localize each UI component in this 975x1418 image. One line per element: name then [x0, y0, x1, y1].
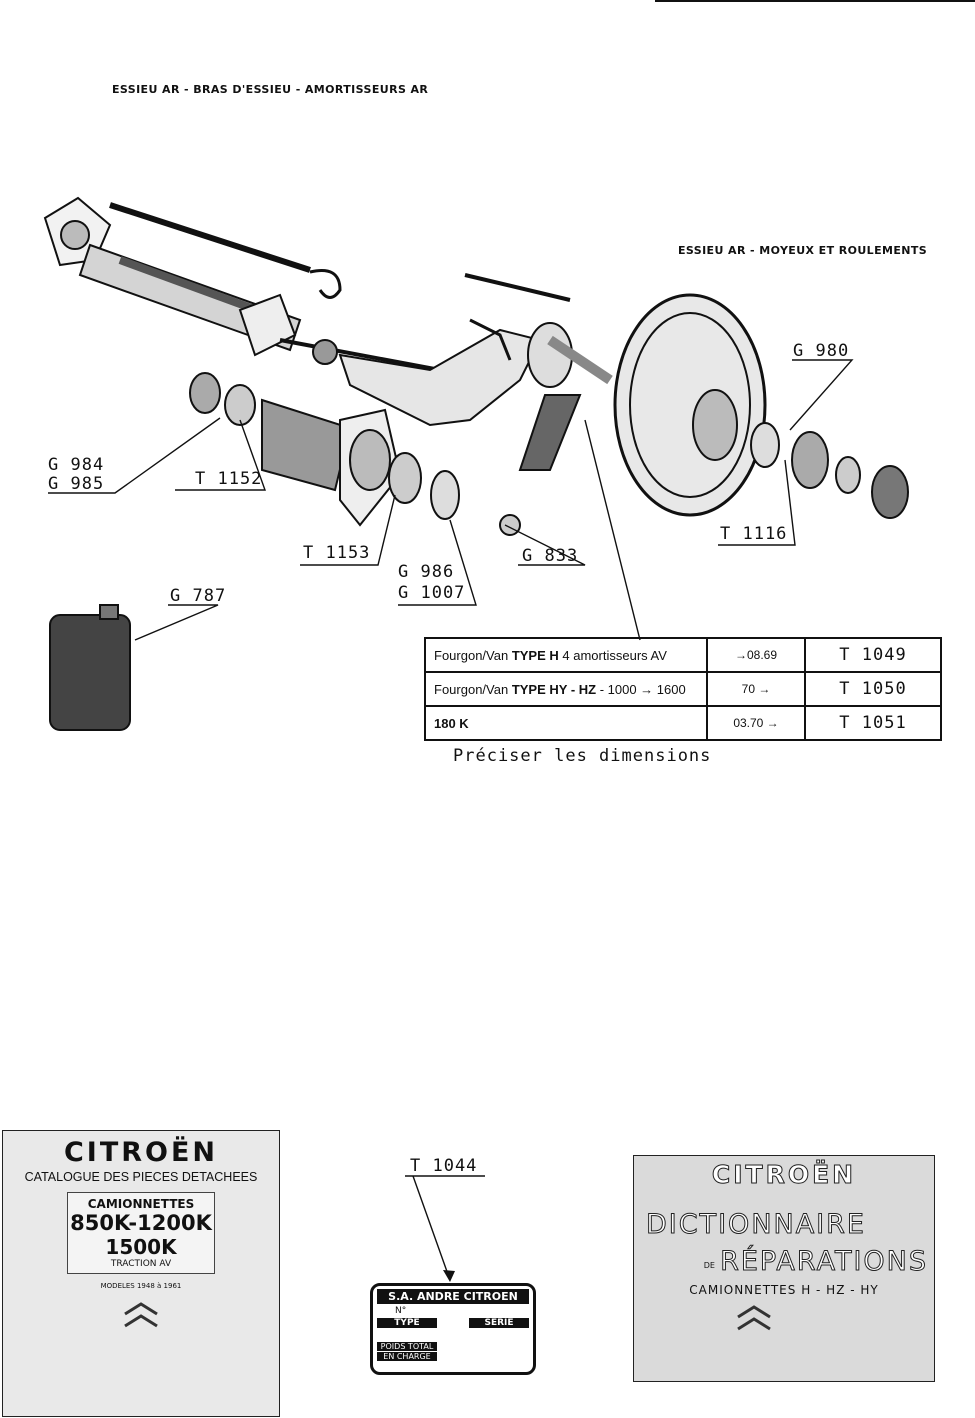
ref-g980: G 980 [793, 341, 850, 361]
axle-shaft [279, 338, 441, 372]
application-table: Fourgon/Van TYPE H 4 amortisseurs AV →08… [424, 637, 942, 741]
identification-plate: S.A. ANDRE CITROEN N° TYPE SERIE POIDS T… [370, 1283, 536, 1375]
plate-type: TYPE [377, 1318, 437, 1328]
catalogue-line2: 850K-1200K [70, 1211, 212, 1235]
ref-g833: G 833 [522, 546, 579, 566]
section-header-left: ESSIEU AR - BRAS D'ESSIEU - AMORTISSEURS… [112, 83, 429, 96]
dictionary-de: DE [703, 1261, 715, 1270]
catalogue-cover: CITROËN CATALOGUE DES PIECES DETACHEES C… [2, 1130, 280, 1417]
double-chevron-logo [737, 1305, 771, 1331]
plate-maker: S.A. ANDRE CITROEN [377, 1289, 529, 1304]
ref-cell: T 1050 [804, 671, 942, 707]
plate-no: N° [395, 1306, 407, 1316]
ref-t1116: T 1116 [720, 524, 788, 544]
ref-t1153: T 1153 [303, 543, 371, 563]
dictionary-cover: CITROËN DICTIONNAIRE DE RÉPARATIONS CAMI… [633, 1155, 935, 1382]
date-cell: 70 → [706, 671, 806, 707]
plate-charge: EN CHARGE [377, 1352, 437, 1361]
dictionary-sub: CAMIONNETTES H - HZ - HY [689, 1283, 879, 1297]
table-row: Fourgon/Van TYPE HY - HZ - 1000 → 1600 7… [424, 671, 942, 707]
plate-type-row: TYPE SERIE [377, 1318, 529, 1328]
dimensions-note: Préciser les dimensions [453, 746, 712, 766]
ref-g986: G 986 [398, 562, 455, 582]
plate-poids: POIDS TOTAL [377, 1342, 437, 1351]
catalogue-model-box: CAMIONNETTES 850K-1200K 1500K TRACTION A… [67, 1192, 215, 1274]
catalogue-line1: CAMIONNETTES [87, 1197, 195, 1211]
brake-drum [613, 293, 767, 517]
plate-serie: SERIE [469, 1318, 529, 1328]
table-row: 180 K 03.70 → T 1051 [424, 705, 942, 741]
model-cell: Fourgon/Van TYPE H 4 amortisseurs AV [424, 637, 708, 673]
rear-axle-exploded-drawing [43, 196, 909, 731]
ref-g984: G 984 [48, 455, 105, 475]
trailing-arm [338, 328, 542, 427]
t1044-leader [405, 1175, 485, 1282]
date-cell: 03.70 → [706, 705, 806, 741]
ref-g985: G 985 [48, 474, 105, 494]
dictionary-title2: RÉPARATIONS [720, 1246, 928, 1278]
dictionary-title2-row: DE RÉPARATIONS [634, 1246, 934, 1278]
ref-t1044: T 1044 [410, 1156, 478, 1176]
model-cell: 180 K [424, 705, 708, 741]
dictionary-title1: DICTIONNAIRE [646, 1209, 866, 1241]
dictionary-brand: CITROËN [711, 1160, 857, 1190]
torsion-bar [109, 202, 311, 273]
ref-t1152: T 1152 [195, 469, 263, 489]
ref-g787: G 787 [170, 586, 227, 606]
page-edge-line [655, 0, 975, 2]
ref-cell: T 1049 [804, 637, 942, 673]
catalogue-line5: MODELES 1948 à 1961 [100, 1282, 182, 1290]
ref-g1007: G 1007 [398, 583, 466, 603]
catalogue-line4: TRACTION AV [110, 1259, 172, 1269]
catalogue-line3: 1500K [105, 1235, 177, 1259]
section-header-right: ESSIEU AR - MOYEUX ET ROULEMENTS [678, 244, 928, 257]
shock-absorber [518, 394, 582, 471]
date-cell: →08.69 [706, 637, 806, 673]
rubber-bush [49, 614, 131, 731]
catalogue-brand: CITROËN [63, 1137, 219, 1168]
table-row: Fourgon/Van TYPE H 4 amortisseurs AV →08… [424, 637, 942, 673]
double-chevron-logo [124, 1302, 158, 1328]
ref-cell: T 1051 [804, 705, 942, 741]
model-cell: Fourgon/Van TYPE HY - HZ - 1000 → 1600 [424, 671, 708, 707]
bearing-sleeve [261, 398, 352, 492]
catalogue-title: CATALOGUE DES PIECES DETACHEES [24, 1170, 258, 1184]
